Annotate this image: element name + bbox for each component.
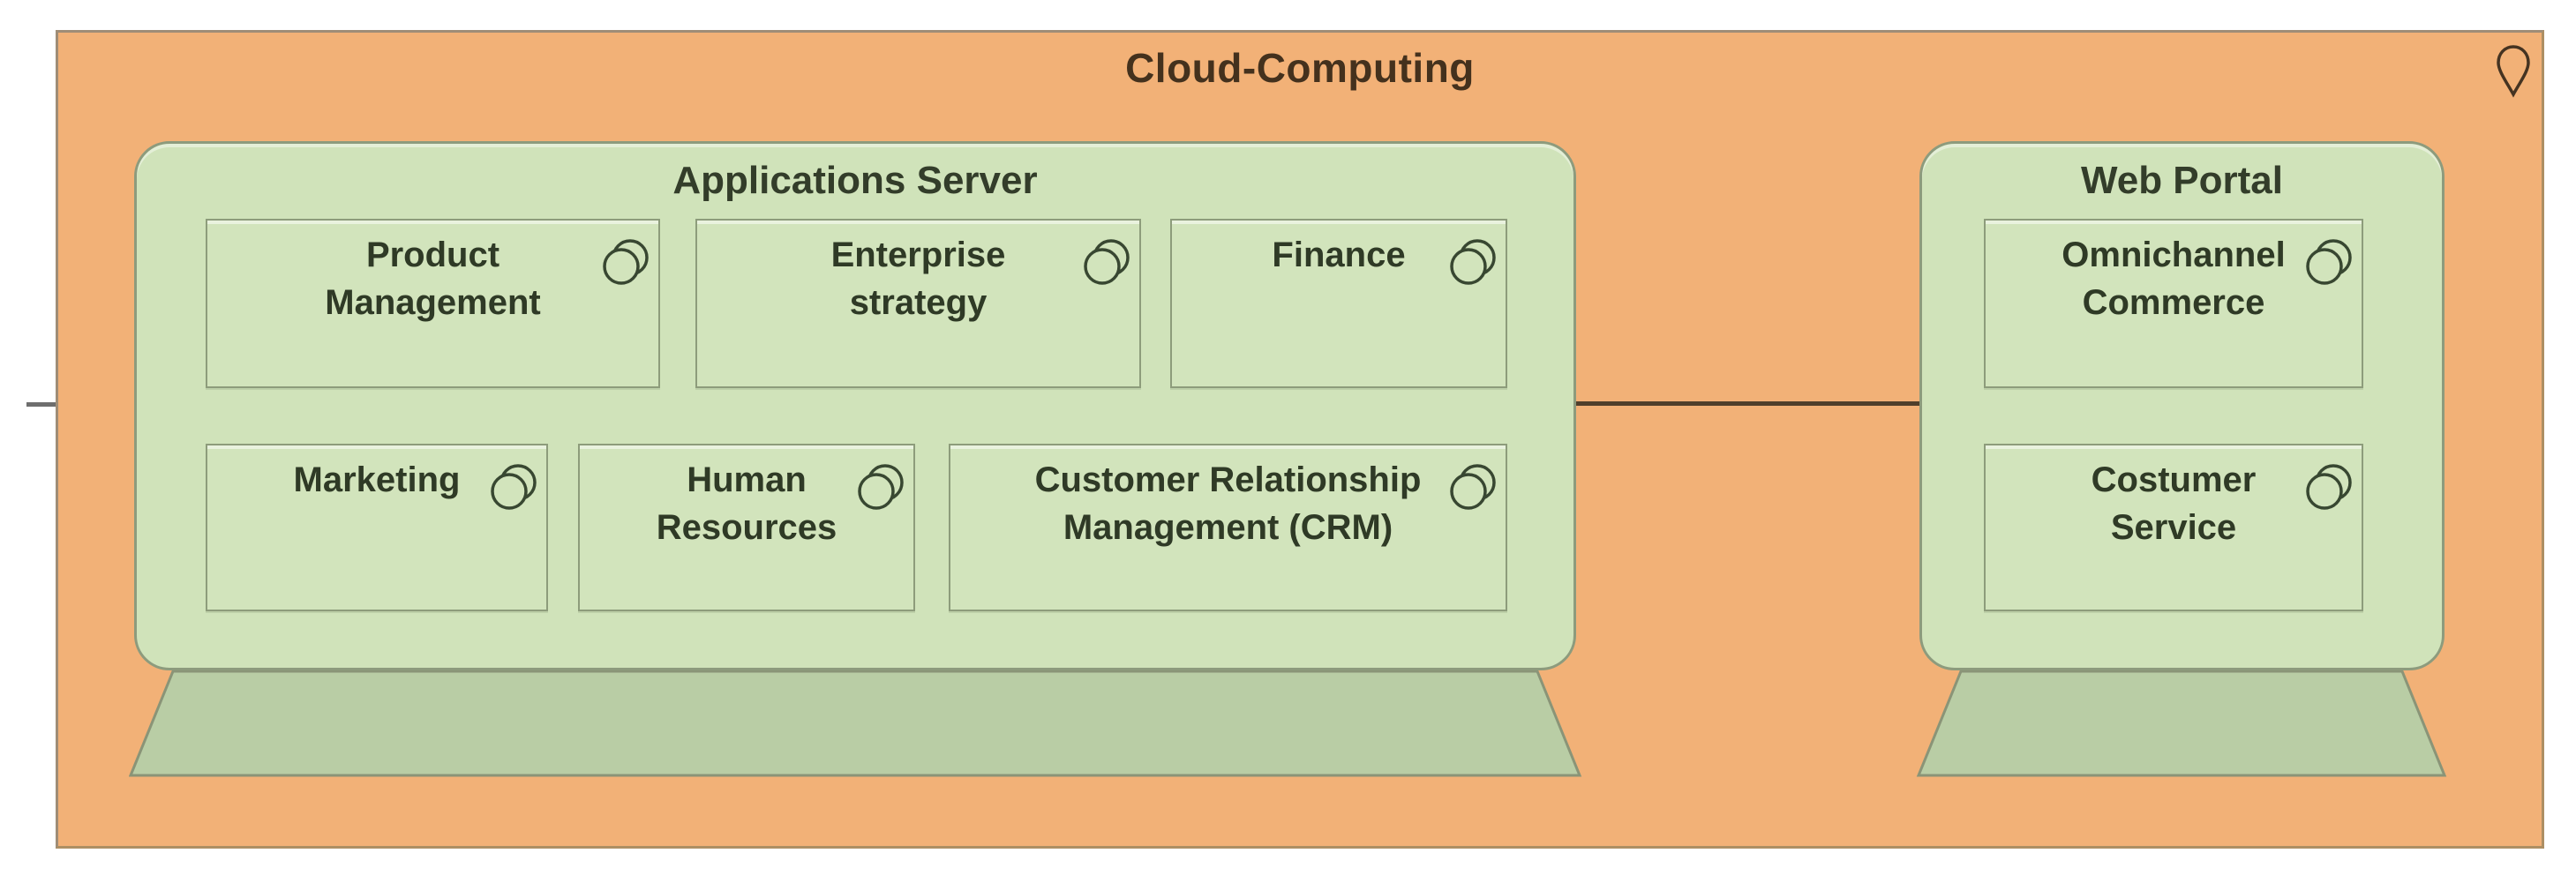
overlapping-circles-icon — [491, 463, 537, 515]
overlapping-circles-icon — [2306, 238, 2352, 290]
component-label: Human Resources — [656, 460, 837, 547]
component-finance[interactable]: Finance — [1170, 219, 1507, 388]
component-label: Costumer Service — [2091, 460, 2257, 547]
component-label: Enterprise strategy — [830, 236, 1006, 322]
component-label: Product Management — [325, 236, 541, 322]
component-human-resources[interactable]: Human Resources — [578, 444, 915, 611]
component-label: Finance — [1272, 236, 1406, 274]
applications-server-title: Applications Server — [672, 159, 1038, 202]
device-applications-server[interactable]: Applications Server Product Management E… — [134, 141, 1576, 670]
external-connection-stub[interactable] — [26, 402, 56, 407]
component-enterprise-strategy[interactable]: Enterprise strategy — [695, 219, 1141, 388]
component-label: Omnichannel Commerce — [2062, 236, 2286, 322]
component-marketing[interactable]: Marketing — [206, 444, 548, 611]
applications-server-stand — [129, 670, 1582, 777]
component-label: Marketing — [293, 460, 461, 499]
overlapping-circles-icon — [1084, 238, 1130, 290]
overlapping-circles-icon — [1450, 238, 1496, 290]
component-label: Customer Relationship Management (CRM) — [1034, 460, 1422, 547]
component-crm[interactable]: Customer Relationship Management (CRM) — [949, 444, 1507, 611]
overlapping-circles-icon — [2306, 463, 2352, 515]
device-web-portal[interactable]: Web Portal Omnichannel Commerce Costumer… — [1919, 141, 2445, 670]
web-portal-title: Web Portal — [2080, 159, 2283, 202]
component-omnichannel-commerce[interactable]: Omnichannel Commerce — [1984, 219, 2363, 388]
overlapping-circles-icon — [1450, 463, 1496, 515]
overlapping-circles-icon — [858, 463, 904, 515]
web-portal-stand — [1916, 670, 2447, 777]
location-pin-icon — [2496, 44, 2531, 103]
cloud-computing-title: Cloud-Computing — [1125, 45, 1475, 91]
component-costumer-service[interactable]: Costumer Service — [1984, 444, 2363, 611]
connector-applications-server-web-portal[interactable] — [1576, 401, 1919, 406]
component-product-management[interactable]: Product Management — [206, 219, 660, 388]
overlapping-circles-icon — [603, 238, 649, 290]
